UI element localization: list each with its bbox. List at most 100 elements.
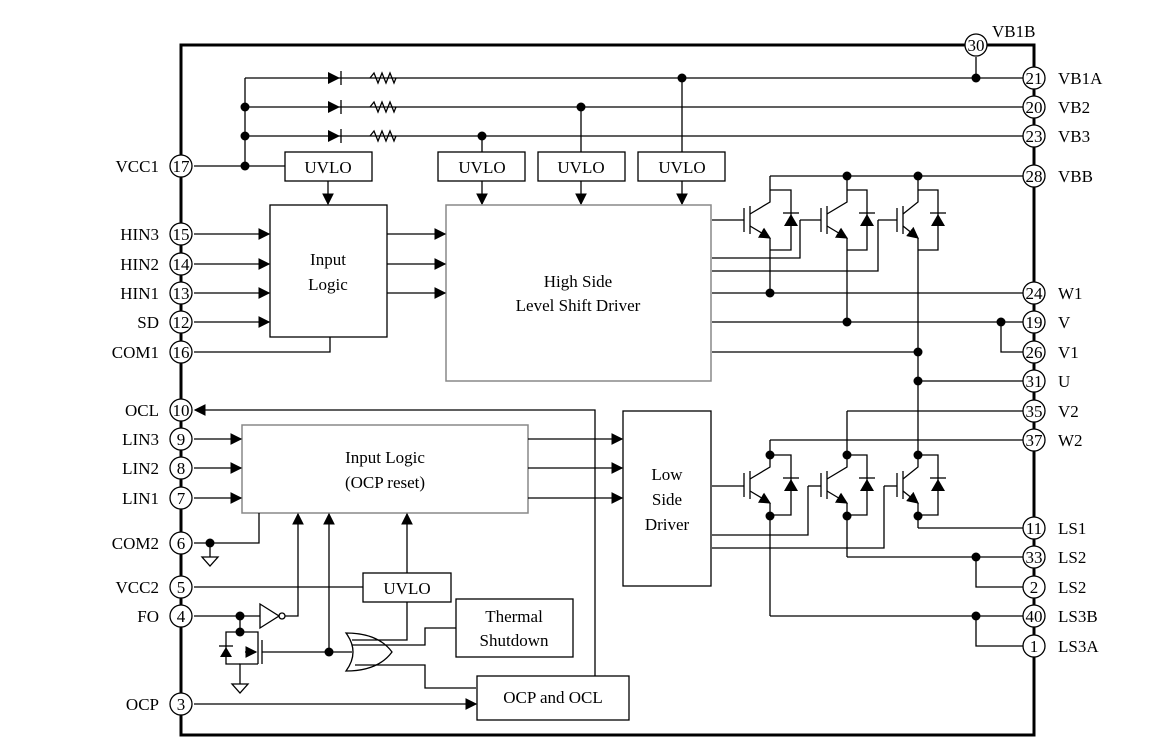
high-side-level-shift-driver: High Side Level Shift Driver (445, 204, 712, 382)
pin-circle (169, 604, 193, 628)
thermal-shutdown-block: Thermal Shutdown (455, 598, 574, 658)
pin-circle (1022, 575, 1046, 599)
pin-number: 2 (1030, 578, 1039, 597)
pin-number: 10 (173, 401, 190, 420)
pin-name: LIN1 (122, 489, 159, 508)
pin-circle (1022, 399, 1046, 423)
pin-name: V1 (1058, 343, 1079, 362)
uvlo-vb1: UVLO (637, 151, 726, 182)
pin-name: VBB (1058, 167, 1093, 186)
pin-circle (169, 456, 193, 480)
svg-text:Thermal: Thermal (485, 607, 543, 626)
pin-circle (1022, 310, 1046, 334)
pin-number: 37 (1026, 431, 1044, 450)
pin-number: 17 (173, 157, 191, 176)
pin-name: V2 (1058, 402, 1079, 421)
svg-text:Driver: Driver (645, 515, 690, 534)
pin-name: W1 (1058, 284, 1083, 303)
high-side-igbt-v (800, 176, 875, 320)
svg-text:UVLO: UVLO (458, 158, 505, 177)
high-side-igbt-w (712, 176, 799, 260)
pin-5: 5 VCC2 (116, 575, 193, 599)
pin-number: 13 (173, 284, 190, 303)
svg-text:High Side: High Side (544, 272, 612, 291)
pin-name: VCC1 (116, 157, 159, 176)
pin-circle (1022, 516, 1046, 540)
input-logic-ocp-reset: Input Logic (OCP reset) (241, 424, 529, 514)
pin-circle (169, 398, 193, 422)
pin-name: LS3A (1058, 637, 1099, 656)
pin-circle (169, 252, 193, 276)
svg-text:Logic: Logic (308, 275, 348, 294)
pin-17: 17 VCC1 (116, 154, 193, 178)
left-pin-column: 17VCC115HIN314HIN213HIN112SD16COM110OCL9… (112, 154, 193, 716)
pin-name: LS2 (1058, 578, 1086, 597)
pin-number: 9 (177, 430, 186, 449)
pin-number: 31 (1026, 372, 1043, 391)
pin-name: SD (137, 313, 159, 332)
pin-number: 6 (177, 534, 186, 553)
pin-circle (964, 33, 988, 57)
input-logic-high: Input Logic (269, 204, 388, 338)
pin-name: LIN2 (122, 459, 159, 478)
pin-circle (1022, 164, 1046, 188)
bootstrap-resistor-2 (369, 100, 397, 114)
pin-name: COM1 (112, 343, 159, 362)
pin-circle (1022, 95, 1046, 119)
pin-circle (169, 154, 193, 178)
svg-text:Low: Low (651, 465, 683, 484)
svg-text:UVLO: UVLO (557, 158, 604, 177)
pin-number: 30 (968, 36, 985, 55)
svg-text:UVLO: UVLO (304, 158, 351, 177)
pin-2: 2 LS2 (1022, 575, 1086, 599)
pin-circle (169, 222, 193, 246)
svg-text:Input: Input (310, 250, 346, 269)
pin-circle (169, 427, 193, 451)
pin-name: LS3B (1058, 607, 1098, 626)
low-side-igbt-w (712, 440, 799, 616)
uvlo-vb3: UVLO (437, 151, 526, 182)
pin-name: LIN3 (122, 430, 159, 449)
bootstrap-resistor-1 (369, 71, 397, 85)
pin-circle (169, 486, 193, 510)
pin-number: 4 (177, 607, 186, 626)
svg-text:OCP and OCL: OCP and OCL (503, 688, 603, 707)
pin-name: OCP (126, 695, 159, 714)
pin-4: 4FO (137, 604, 193, 628)
ocp-ocl-block: OCP and OCL (476, 675, 630, 721)
svg-text:Side: Side (652, 490, 682, 509)
pin-16: 16 COM1 (112, 340, 193, 364)
pin-number: 8 (177, 459, 186, 478)
pin-circle (169, 531, 193, 555)
pin-28: 28 VBB (1022, 164, 1093, 188)
pin-circle (1022, 66, 1046, 90)
pin-number: 5 (177, 578, 186, 597)
svg-text:UVLO: UVLO (383, 579, 430, 598)
pin-number: 24 (1026, 284, 1044, 303)
pin-number: 3 (177, 695, 186, 714)
low-side-igbt-u (884, 454, 946, 528)
pin-number: 28 (1026, 167, 1043, 186)
pin-number: 40 (1026, 607, 1043, 626)
pin-number: 14 (173, 255, 191, 274)
pin-circle (1022, 604, 1046, 628)
svg-text:(OCP reset): (OCP reset) (345, 473, 425, 492)
pin-number: 16 (173, 343, 190, 362)
pin-name: VCC2 (116, 578, 159, 597)
svg-text:Level Shift Driver: Level Shift Driver (516, 296, 641, 315)
pin-circle (1022, 634, 1046, 658)
pin-number: 21 (1026, 69, 1043, 88)
pin-name: LS1 (1058, 519, 1086, 538)
pin-name: VB1A (1058, 69, 1103, 88)
pin-40: 40 LS3B (1022, 604, 1098, 628)
